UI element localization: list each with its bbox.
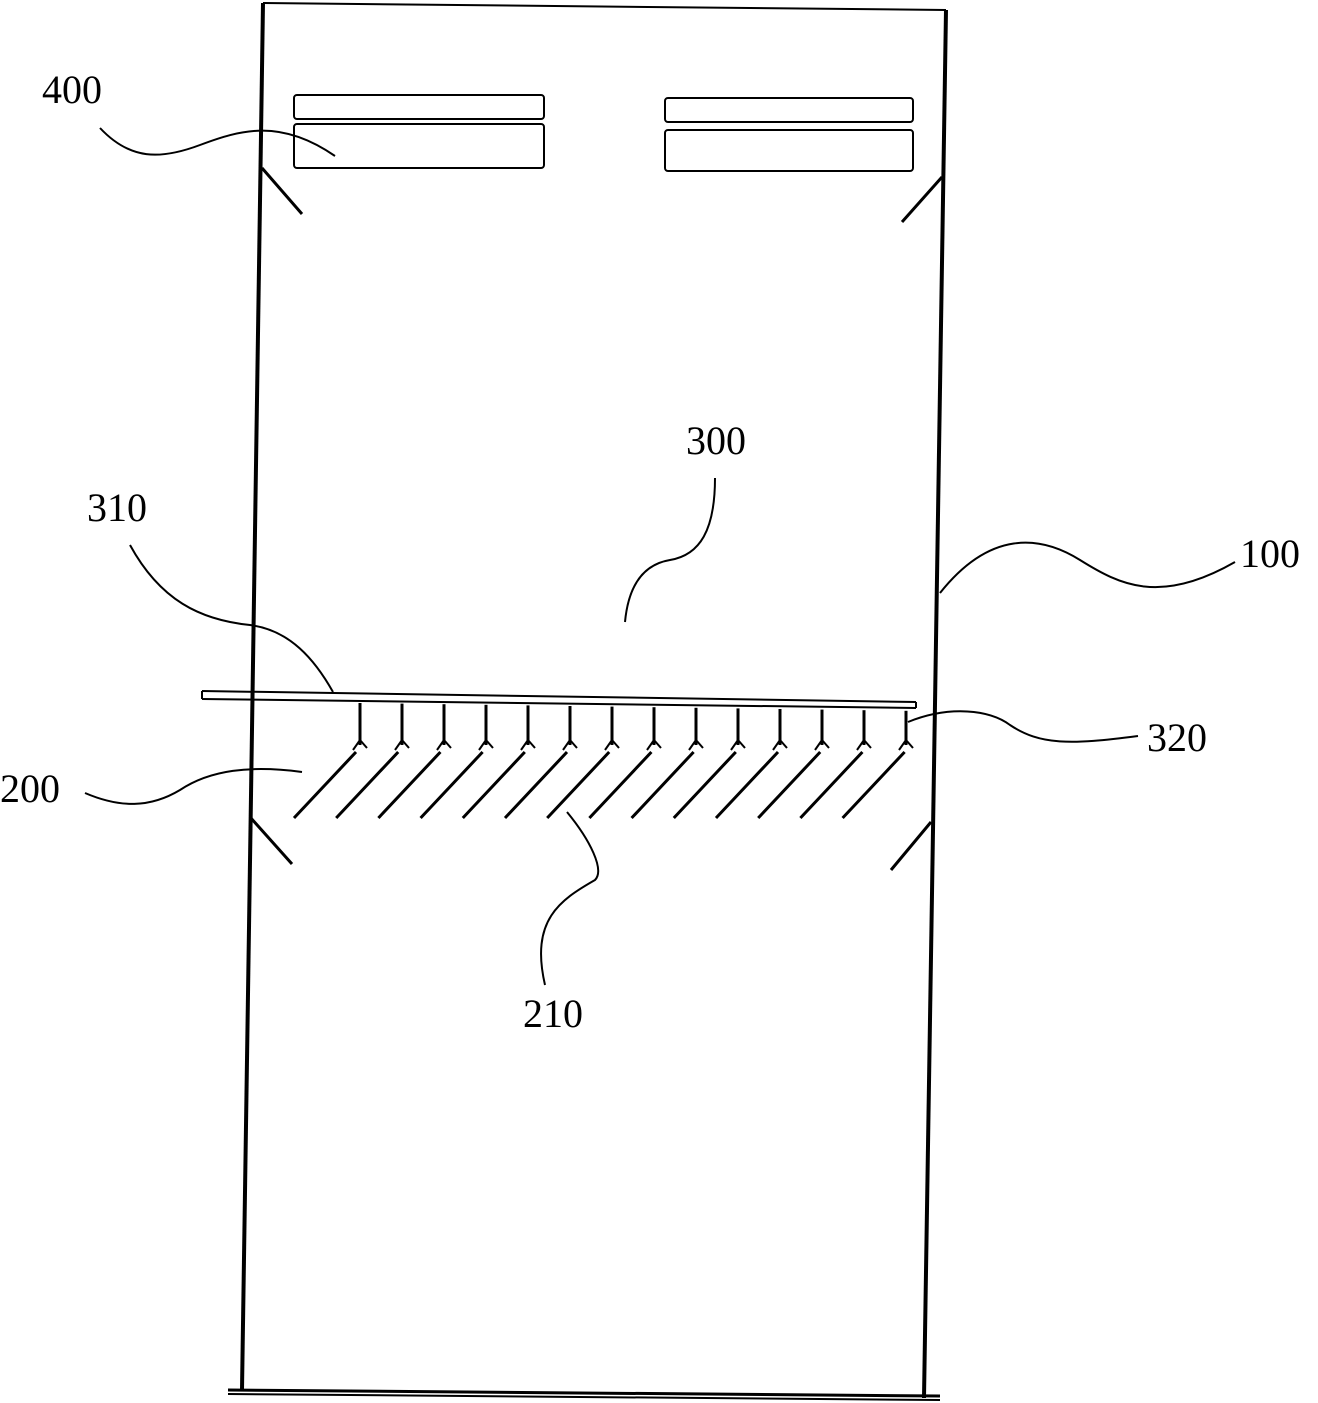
branch-nozzle [688,707,704,751]
leader-300 [624,477,716,623]
inclined-plate [588,750,653,820]
inclined-plate [335,750,400,820]
pipe-top-edge [201,690,917,703]
branch-nozzle [856,710,872,751]
vessel-base-lower [227,1393,941,1401]
branch-tip-right [569,739,578,749]
inclined-plate [757,750,822,820]
upper-left-baffle [260,167,304,215]
vessel-top-edge [262,2,947,11]
branch-tip-left [562,739,571,751]
inclined-plate [419,750,484,820]
vessel-right-wall [922,9,948,1399]
branch-tip-left [772,739,781,751]
lower-baffles [248,816,933,871]
branch-nozzle [394,703,410,751]
branch-nozzle [478,704,494,751]
branch-tip-right [863,739,872,749]
branch-tip-right [485,739,494,749]
upper-right-baffle [900,176,944,223]
inclined-plate [841,750,906,820]
branch-nozzle [520,705,536,751]
pipe-bottom-edge [201,698,917,709]
top-left-unit-lower [293,123,545,169]
label-100: 100 [1240,531,1300,576]
vessel-left-wall [240,2,265,1391]
branch-tip-right [695,739,704,749]
branch-tip-right [779,739,788,749]
upper-baffles [260,167,944,223]
branch-tip-right [611,739,620,749]
label-310: 310 [87,485,147,530]
branch-nozzle [562,706,578,751]
branch-tip-left [688,739,697,751]
vessel-base [227,1388,941,1398]
top-right-unit-lower [664,129,914,172]
branch-tip-left [520,739,529,751]
branch-nozzle [814,709,830,751]
label-300: 300 [686,418,746,463]
vessel-body [227,2,948,1401]
branch-tip-right [905,739,914,749]
reference-labels: 400 300 310 100 320 200 210 [0,67,1300,1036]
leader-400 [99,127,336,157]
leader-200 [84,768,303,805]
branch-tip-left [646,739,655,751]
branch-nozzle [436,704,452,751]
lower-left-baffle [248,816,294,865]
leader-210 [540,811,600,986]
branch-nozzle [772,709,788,751]
branch-tip-left [856,739,865,751]
branch-tip-left [352,739,361,751]
branch-nozzle [352,703,368,751]
label-320: 320 [1147,715,1207,760]
leader-lines [84,127,1236,986]
branch-tip-right [443,739,452,749]
branch-tip-left [394,739,403,751]
inclined-plate [503,750,569,820]
branch-tip-left [814,739,823,751]
branch-tip-right [737,739,746,749]
inclined-plate [292,750,358,820]
branch-tip-left [604,739,613,751]
branch-tip-right [359,739,368,749]
branch-tip-right [401,739,410,749]
inclined-plate [672,750,737,820]
label-200: 200 [0,766,60,811]
top-right-unit-upper [664,97,914,123]
branch-nozzle [898,710,914,751]
branch-nozzle [604,706,620,751]
branch-tip-left [478,739,487,751]
leader-320 [907,710,1139,743]
top-left-unit-upper [293,94,545,120]
branch-tip-right [821,739,830,749]
inclined-plate [714,750,780,820]
label-400: 400 [42,67,102,112]
branch-nozzle [730,708,746,751]
branch-nozzle [646,707,662,751]
distribution-pipe [201,690,917,709]
inclined-plate [630,750,695,820]
branch-tip-left [730,739,739,751]
branch-nozzles [352,703,914,751]
top-units [293,94,914,172]
branch-tip-left [436,739,445,751]
inclined-plates [292,750,906,820]
inclined-plate [546,750,611,820]
branch-tip-right [653,739,662,749]
branch-tip-left [898,739,907,751]
inclined-plate [461,750,526,820]
leader-310 [129,544,334,693]
leader-100 [939,541,1236,594]
label-210: 210 [523,991,583,1036]
inclined-plate [377,750,442,820]
lower-right-baffle [889,821,933,871]
inclined-plate [799,750,864,820]
branch-tip-right [527,739,536,749]
